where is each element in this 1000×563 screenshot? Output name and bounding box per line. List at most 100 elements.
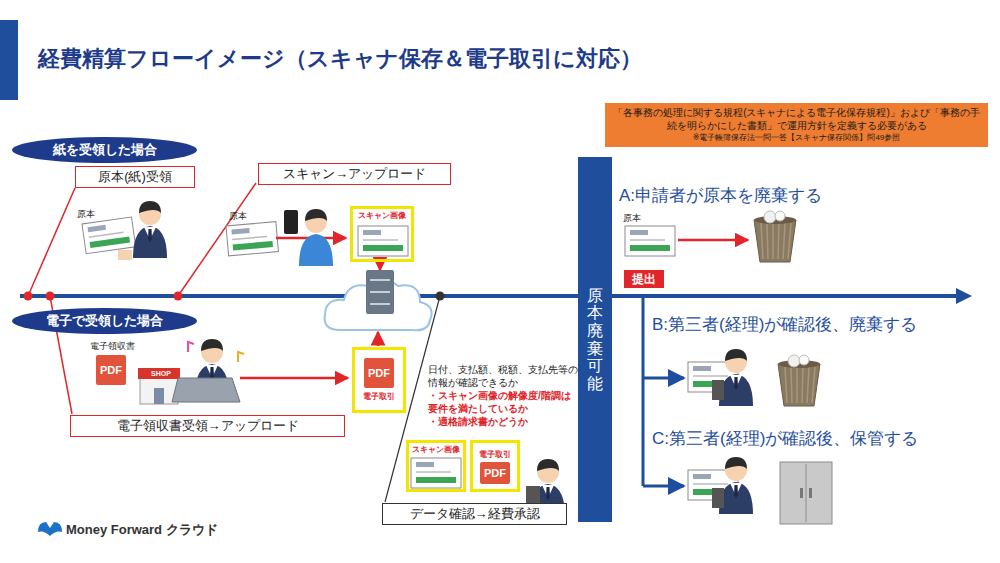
cabinet-handle <box>809 488 812 498</box>
person-hair <box>305 209 327 221</box>
person-figure <box>719 349 753 406</box>
receipt-line <box>693 375 728 377</box>
node-text: スキャン画像 <box>358 210 406 221</box>
disposal-bar: 原本廃棄可能 <box>578 157 612 522</box>
trash-bin <box>754 211 796 262</box>
person-hand <box>118 250 132 260</box>
logo-icon <box>38 522 62 536</box>
person-tie <box>148 229 152 242</box>
crumpled-paper <box>799 355 809 365</box>
accent-bar <box>0 20 18 100</box>
pdf-frame: 電子取引PDF <box>470 440 520 492</box>
bin-stripe <box>783 223 785 259</box>
node-text: 「各事務の処理に関する規程(スキャナによる電子化保存規程)」および「事務の手続を… <box>611 107 982 132</box>
receipt-line <box>363 239 398 241</box>
flow-arrow <box>240 377 348 380</box>
bin-stripe <box>767 223 768 259</box>
person-tie <box>734 377 738 390</box>
tablet <box>712 380 724 400</box>
label: 日付、支払額、税額、支払先等の情報が確認できるか <box>428 364 578 389</box>
case-ellipse: 電子で受領した場合 <box>12 308 197 334</box>
receipt-line <box>89 232 124 237</box>
label: C:第三者(経理)が確認後、保管する <box>652 427 918 450</box>
receipt-line <box>630 239 665 241</box>
receipt-icon <box>411 458 461 488</box>
case-ellipse: 紙を受領した場合 <box>12 137 197 163</box>
person-hair <box>725 349 747 361</box>
person-tie <box>546 487 550 500</box>
receipt-line <box>416 471 451 473</box>
server-slot <box>370 291 390 293</box>
branch-line <box>642 298 645 486</box>
step-box: 電子領収書受領→アップロード <box>70 415 345 437</box>
label: 原本 <box>623 212 641 225</box>
receipt-header <box>630 230 648 235</box>
server-slot <box>370 279 390 281</box>
scan-image-frame: スキャン画像 <box>350 206 414 262</box>
leader-line <box>28 188 75 296</box>
bin-stripe <box>802 367 803 403</box>
bin-stripe <box>807 367 809 403</box>
label: 原本 <box>77 208 95 221</box>
server <box>366 270 394 314</box>
bin-stripe <box>812 367 815 403</box>
label: A:申請者が原本を廃棄する <box>619 184 822 207</box>
receipt-paper <box>82 217 136 254</box>
node-text: スキャン→アップロード <box>283 165 426 183</box>
node-text: PDF <box>364 358 394 388</box>
timeline-dot <box>174 292 183 301</box>
timeline <box>20 294 958 298</box>
person-body <box>719 482 753 514</box>
receipt-header <box>363 230 381 235</box>
node-text: 提出 <box>632 271 656 288</box>
cabinet-door <box>806 464 807 522</box>
label: Money Forward クラウド <box>66 521 218 539</box>
branch-line <box>643 377 684 380</box>
timeline-dot <box>24 292 33 301</box>
receipt-paper <box>358 226 408 256</box>
branch-line <box>643 485 684 488</box>
node-text: 電子領収書受領→アップロード <box>117 417 299 435</box>
bin-body <box>754 220 796 262</box>
step-box: 原本(紙)受領 <box>75 166 195 188</box>
node-text: 電子取引 <box>479 449 511 460</box>
bin-stripe <box>785 367 787 403</box>
person-body <box>133 226 167 258</box>
person-figure <box>133 201 167 258</box>
smartphone <box>284 210 298 234</box>
cabinet-handle <box>800 488 803 498</box>
bin-stripe <box>796 367 798 403</box>
flow-arrow <box>678 239 748 242</box>
node-text: 電子取引 <box>363 391 395 402</box>
flow-arrow <box>379 263 382 270</box>
timeline-dot <box>46 292 55 301</box>
receipt-header <box>231 228 249 235</box>
node-text: 紙を受領した場合 <box>53 141 157 159</box>
node-text: 原本廃棄可能 <box>587 287 603 393</box>
node-text: ※電子帳簿保存法一問一答【スキャナ保存関係】問49参照 <box>693 132 901 143</box>
person-hair <box>537 459 559 471</box>
tablet <box>712 488 724 508</box>
node-text: 原本(紙)受領 <box>98 168 172 186</box>
receipt-header <box>88 225 107 232</box>
laptop <box>172 378 240 402</box>
receipt-icon <box>358 226 408 256</box>
person-body <box>719 374 753 406</box>
person-body <box>299 234 333 266</box>
receipt-line <box>232 236 267 239</box>
receipt-amount <box>233 241 273 250</box>
person-hair <box>725 457 747 469</box>
label: ・スキャン画像の解像度/階調は要件を満たしているか <box>428 390 578 415</box>
pdf-frame: PDF 電子取引 <box>352 347 406 413</box>
note-box: 「各事務の処理に関する規程(スキャナによる電子化保存規程)」および「事務の手続を… <box>605 103 988 147</box>
receipt-amount <box>363 245 403 251</box>
crumpled-paper <box>775 211 785 221</box>
receipt-paper <box>226 222 278 256</box>
crumpled-paper <box>788 355 800 367</box>
person-figure <box>719 457 753 514</box>
bin-stripe <box>778 223 779 259</box>
crumpled-paper <box>764 211 776 223</box>
step-box: スキャン→アップロード <box>258 163 451 185</box>
node-text: データ確認→経費承認 <box>410 505 540 523</box>
receipt-line <box>693 483 728 485</box>
